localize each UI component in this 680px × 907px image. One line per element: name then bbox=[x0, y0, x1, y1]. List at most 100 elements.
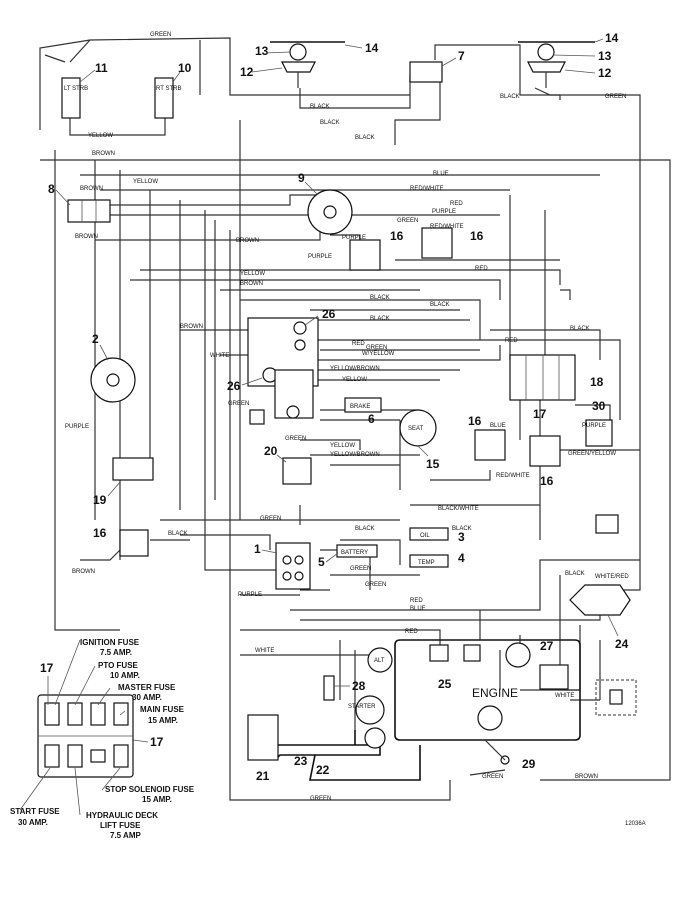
wire-label-white: WHITE bbox=[210, 353, 229, 359]
starter-label: STARTER bbox=[348, 704, 376, 710]
svg-text:26: 26 bbox=[227, 379, 241, 393]
seat-switch: SEAT 15 bbox=[399, 409, 440, 471]
wire-label-green: GREEN bbox=[260, 516, 281, 522]
svg-text:4: 4 bbox=[458, 551, 465, 565]
brake-label: BRAKE bbox=[350, 404, 370, 410]
oil-label: OIL bbox=[420, 533, 430, 539]
wire-label-yellow: YELLOW bbox=[133, 179, 158, 185]
wire-label-green: GREEN bbox=[365, 582, 386, 588]
wire-label-white: WHITE bbox=[555, 693, 574, 699]
left-strobe: LT STRB 11 bbox=[61, 61, 108, 119]
relay-16-d: 16 bbox=[468, 414, 506, 461]
wire-label-black: BLACK bbox=[355, 135, 375, 141]
svg-text:21: 21 bbox=[256, 769, 270, 783]
wire-label-yellow: YELLOW bbox=[240, 271, 265, 277]
svg-text:16: 16 bbox=[390, 229, 404, 243]
pump-motor bbox=[595, 514, 619, 534]
pto-fuse-label: PTO FUSE bbox=[98, 661, 139, 670]
svg-text:2: 2 bbox=[92, 332, 99, 346]
svg-text:1: 1 bbox=[254, 542, 261, 556]
wire-label-green: GREEN bbox=[228, 401, 249, 407]
wire-label-brown: BROWN bbox=[92, 151, 115, 157]
rt-strobe-label: RT STRB bbox=[156, 86, 181, 92]
wire-label-black: BLACK bbox=[500, 94, 520, 100]
cable-23-label: 23 bbox=[294, 754, 308, 768]
svg-text:12: 12 bbox=[240, 65, 254, 79]
wire-labels: GREEN BLACK BLACK BLACK BLACK GREEN YELL… bbox=[65, 32, 629, 802]
svg-text:25: 25 bbox=[438, 677, 452, 691]
drawing-number: 12036A bbox=[625, 821, 646, 827]
wire-label-yellow: YELLOW bbox=[342, 377, 367, 383]
ignition-fuse-label: IGNITION FUSE bbox=[80, 638, 140, 647]
main-fuse-amp: 15 AMP. bbox=[148, 716, 178, 725]
wire-label-black: BLACK bbox=[168, 531, 188, 537]
svg-text:9: 9 bbox=[298, 171, 305, 185]
svg-text:12: 12 bbox=[598, 66, 612, 80]
brake-switch: BRAKE 6 bbox=[344, 397, 382, 426]
wire-label-purple: PURPLE bbox=[432, 209, 456, 215]
svg-text:15: 15 bbox=[426, 457, 440, 471]
wire-label-green: GREEN bbox=[397, 218, 418, 224]
svg-text:30: 30 bbox=[592, 399, 606, 413]
cable-22-label: 22 bbox=[316, 763, 330, 777]
svg-text:14: 14 bbox=[605, 31, 619, 45]
wire-label-brown: BROWN bbox=[180, 324, 203, 330]
wire-label-brown: BROWN bbox=[240, 281, 263, 287]
external-connector bbox=[595, 679, 637, 716]
svg-text:8: 8 bbox=[48, 182, 55, 196]
wire-label-green: GREEN bbox=[310, 796, 331, 802]
starter: STARTER bbox=[348, 695, 386, 749]
svg-text:16: 16 bbox=[540, 474, 554, 488]
wire-label-white-red: WHITE/RED bbox=[595, 574, 629, 580]
wire-label-brown: BROWN bbox=[575, 774, 598, 780]
svg-text:24: 24 bbox=[615, 637, 629, 651]
svg-text:20: 20 bbox=[264, 444, 278, 458]
temp-label: TEMP bbox=[418, 560, 435, 566]
svg-text:13: 13 bbox=[255, 44, 269, 58]
light-switch: 7 bbox=[409, 49, 465, 83]
svg-text:16: 16 bbox=[93, 526, 107, 540]
wire-label-red: RED bbox=[352, 341, 365, 347]
wire-label-purple: PURPLE bbox=[308, 254, 332, 260]
engine: ENGINE 25 27 bbox=[394, 639, 581, 741]
wire-label-red: RED bbox=[450, 201, 463, 207]
wire-label-green-yellow: GREEN/YELLOW bbox=[568, 451, 616, 457]
pto-fuse-amp: 10 AMP. bbox=[110, 671, 140, 680]
alt-label: ALT bbox=[374, 658, 385, 664]
fuse-block-19: 19 bbox=[93, 457, 154, 507]
battery: 21 bbox=[247, 714, 279, 783]
svg-text:27: 27 bbox=[540, 639, 554, 653]
inline-fuse-28: 28 bbox=[323, 675, 366, 701]
wire-label-black: BLACK bbox=[320, 120, 340, 126]
svg-text:17: 17 bbox=[533, 407, 547, 421]
wire-label-brown: BROWN bbox=[80, 186, 103, 192]
sensor-29: 29 bbox=[484, 739, 536, 771]
svg-text:7: 7 bbox=[458, 49, 465, 63]
fuse-box-label-bottom: 17 bbox=[150, 735, 164, 749]
wire-label-green: GREEN bbox=[366, 345, 387, 351]
hydraulic-fuse-label-2: LIFT FUSE bbox=[100, 821, 141, 830]
wire-label-blue: BLUE bbox=[433, 171, 449, 177]
wire-label-blue: BLUE bbox=[490, 423, 506, 429]
right-strobe: RT STRB 10 bbox=[154, 61, 192, 119]
main-fuse-label: MAIN FUSE bbox=[140, 705, 185, 714]
start-fuse-label: START FUSE bbox=[10, 807, 60, 816]
master-fuse-label: MASTER FUSE bbox=[118, 683, 176, 692]
wire-label-green: GREEN bbox=[150, 32, 171, 38]
components: 13 14 12 14 13 12 7 bbox=[48, 31, 637, 783]
wire-label-brown: BROWN bbox=[75, 234, 98, 240]
wire-label-red-white: RED/WHITE bbox=[410, 186, 444, 192]
work-light-left: 13 14 12 bbox=[240, 41, 379, 88]
svg-text:26: 26 bbox=[322, 307, 336, 321]
svg-text:10: 10 bbox=[178, 61, 192, 75]
wiring-harness bbox=[39, 37, 671, 801]
work-light-right: 14 13 12 bbox=[518, 31, 619, 88]
relay-block-18: 18 17 bbox=[509, 354, 604, 421]
wire-label-red: RED bbox=[505, 338, 518, 344]
hydraulic-fuse-amp: 7.5 AMP bbox=[110, 831, 141, 840]
seat-label: SEAT bbox=[408, 426, 424, 432]
master-fuse-amp: 30 AMP. bbox=[132, 693, 162, 702]
relay-30: 30 bbox=[585, 399, 613, 447]
svg-text:28: 28 bbox=[352, 679, 366, 693]
